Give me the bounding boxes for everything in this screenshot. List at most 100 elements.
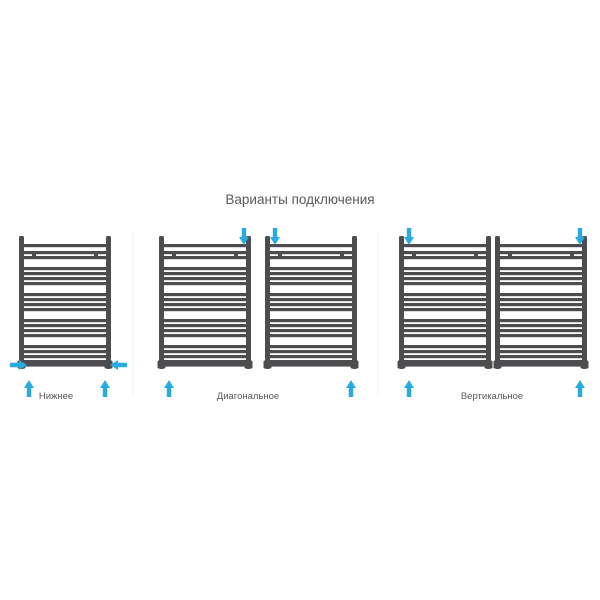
radiator-rung (400, 277, 490, 281)
radiator-rung (496, 244, 586, 248)
radiator-rung (266, 308, 356, 312)
radiator-rung (20, 350, 110, 354)
radiator-bottom-1 (17, 236, 113, 369)
radiator-diagonal-1-arrow-top-right-down (239, 228, 249, 245)
radiator-rung (266, 319, 356, 323)
radiator-layer (17, 236, 589, 369)
radiator-vertical-2-arrow-bottom-right-up (575, 380, 585, 397)
radiator-rung (496, 355, 586, 359)
group-dividers (132, 232, 379, 396)
radiator-rail-right (352, 236, 357, 369)
radiator-rung (496, 345, 586, 349)
radiator-rung (266, 256, 356, 260)
connection-fitting-left (397, 360, 406, 369)
radiator-rung (266, 360, 356, 364)
radiator-rung (160, 345, 250, 349)
radiator-bottom-bar (400, 363, 490, 367)
radiator-bottom-bar (20, 363, 110, 367)
radiator-rung (400, 244, 490, 248)
radiator-rung (266, 345, 356, 349)
radiator-rung (20, 308, 110, 312)
radiator-diagonal-2-arrow-top-left-down (270, 228, 280, 245)
radiator-rung (160, 282, 250, 286)
radiator-rung (400, 251, 490, 255)
radiator-rung (160, 293, 250, 297)
page-title: Варианты подключения (225, 192, 374, 207)
radiator-rung (400, 355, 490, 359)
radiator-rung (496, 251, 586, 255)
radiator-rung (266, 355, 356, 359)
radiator-rung (400, 350, 490, 354)
connection-fitting-right (244, 360, 253, 369)
mounting-bracket-left-icon (172, 254, 176, 258)
radiator-rung (400, 282, 490, 286)
arrow-layer (10, 228, 585, 397)
radiator-rung (496, 324, 586, 328)
radiator-bottom-bar (266, 363, 356, 367)
mounting-bracket-right-icon (94, 254, 98, 258)
radiator-diagonal-2 (263, 236, 359, 369)
mounting-bracket-left-icon (508, 254, 512, 258)
radiator-rail-left (265, 236, 270, 369)
connection-fitting-right (484, 360, 493, 369)
connection-fitting-left (157, 360, 166, 369)
radiator-rung (496, 319, 586, 323)
mounting-bracket-right-icon (474, 254, 478, 258)
radiator-rung (400, 272, 490, 276)
radiator-rung (20, 329, 110, 333)
radiator-rung (20, 251, 110, 255)
radiator-rung (496, 334, 586, 338)
radiator-rail-left (159, 236, 164, 369)
radiator-rung (266, 251, 356, 255)
radiator-rung (496, 350, 586, 354)
caption-vertical: Вертикальное (461, 391, 523, 402)
radiator-rung (266, 282, 356, 286)
radiator-vertical-1-arrow-bottom-left-up (404, 380, 414, 397)
radiator-rung (266, 334, 356, 338)
radiator-rung (160, 303, 250, 307)
radiator-rung (400, 334, 490, 338)
mounting-bracket-right-icon (234, 254, 238, 258)
radiator-bottom-1-arrow-left-side-in (10, 360, 27, 370)
mounting-bracket-right-icon (340, 254, 344, 258)
radiator-rung (160, 277, 250, 281)
radiator-rung (160, 319, 250, 323)
radiator-rung (496, 277, 586, 281)
radiator-rung (20, 267, 110, 271)
radiator-bottom-1-arrow-left-bottom-up (24, 380, 34, 397)
radiator-vertical-2-arrow-top-right-down (575, 228, 585, 245)
radiator-rung (400, 256, 490, 260)
radiator-rung (400, 293, 490, 297)
radiator-rung (266, 272, 356, 276)
radiator-rung (496, 303, 586, 307)
radiator-rung (160, 329, 250, 333)
radiator-rung (20, 345, 110, 349)
radiator-rung (400, 329, 490, 333)
radiator-rung (496, 272, 586, 276)
radiator-rail-left (495, 236, 500, 369)
radiator-rung (400, 319, 490, 323)
mounting-bracket-left-icon (32, 254, 36, 258)
mounting-bracket-left-icon (412, 254, 416, 258)
radiator-rung (160, 334, 250, 338)
radiator-rung (400, 360, 490, 364)
radiator-rung (160, 355, 250, 359)
radiator-rung (160, 308, 250, 312)
radiator-rung (20, 324, 110, 328)
radiator-rung (266, 350, 356, 354)
radiator-rung (266, 329, 356, 333)
radiator-bottom-bar (160, 363, 250, 367)
caption-diagonal: Диагональное (217, 391, 279, 402)
radiator-rung (20, 319, 110, 323)
radiator-rung (400, 345, 490, 349)
radiator-rail-right (106, 236, 111, 369)
radiator-rung (400, 324, 490, 328)
radiator-rung (266, 293, 356, 297)
radiator-vertical-1-arrow-top-left-down (404, 228, 414, 245)
radiator-rung (266, 298, 356, 302)
radiator-bottom-bar (496, 363, 586, 367)
radiator-rail-left (399, 236, 404, 369)
mounting-bracket-left-icon (278, 254, 282, 258)
radiator-rung (160, 360, 250, 364)
